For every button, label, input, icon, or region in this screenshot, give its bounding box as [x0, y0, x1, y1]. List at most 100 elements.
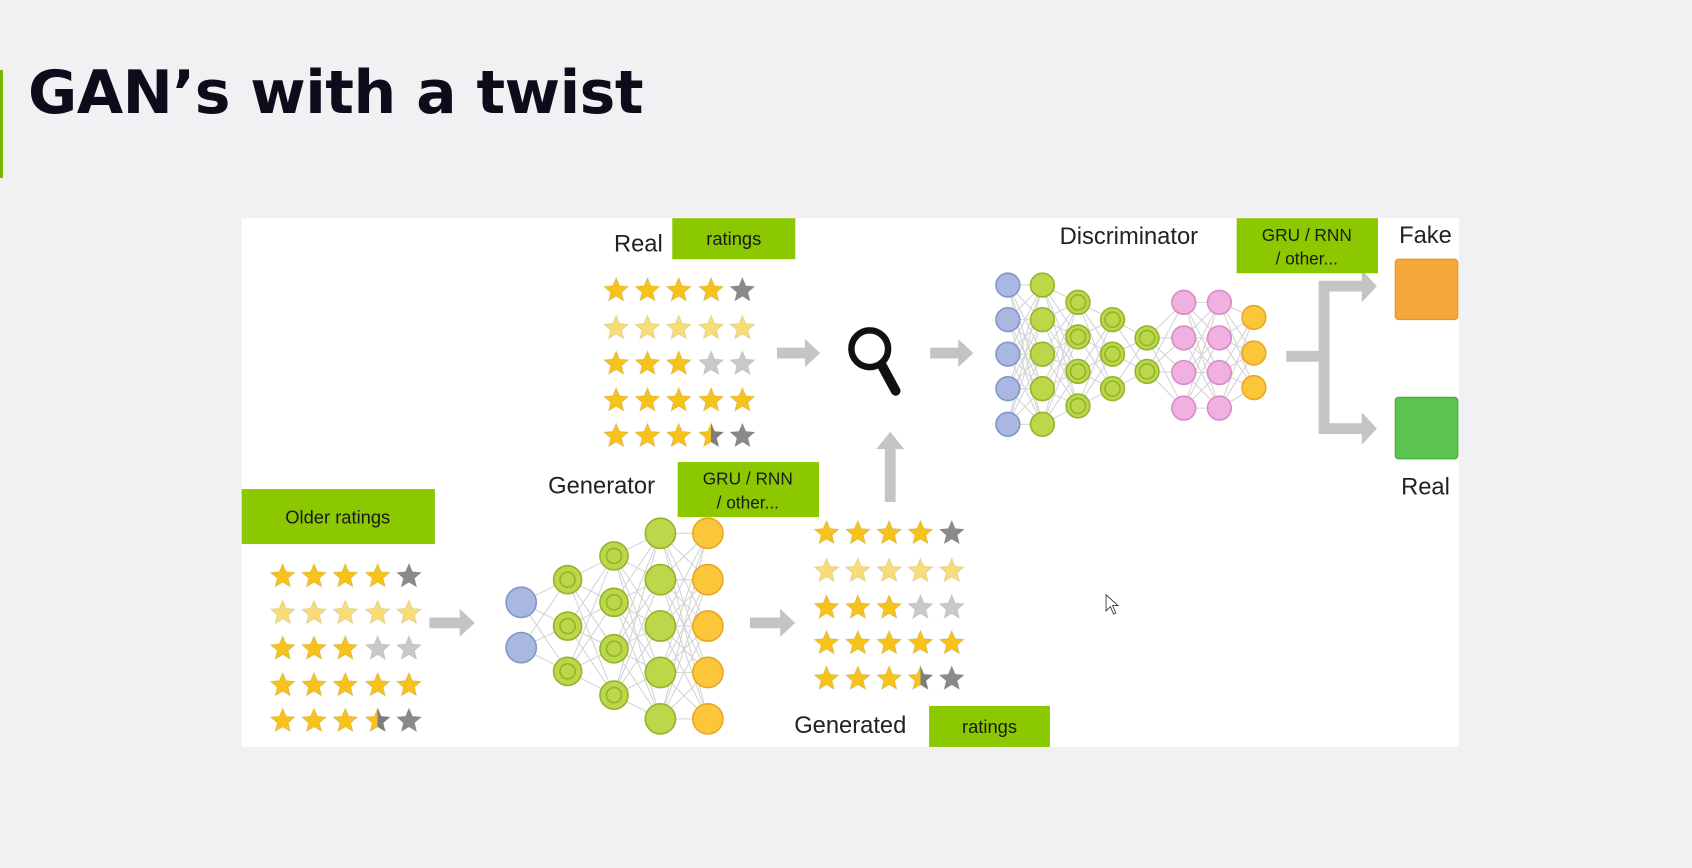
discriminator-edge: [1041, 302, 1079, 425]
generator-edge: [567, 555, 615, 672]
discriminator-node-orange: [1241, 374, 1267, 401]
generated-ratings-star-gray-icon: [906, 593, 935, 620]
generator-tag-line1: GRU / RNN: [703, 469, 793, 489]
older-ratings-star-full-icon: [269, 706, 297, 733]
discriminator-edge: [1183, 337, 1220, 409]
discriminator-node-blue: [995, 306, 1021, 333]
discriminator-node-green: [1029, 411, 1056, 437]
discriminator-node-green: [1029, 375, 1056, 402]
discriminator-node-ring: [1104, 345, 1121, 363]
slide-title: GAN’s with a twist: [28, 58, 644, 128]
discriminator-edge: [1146, 337, 1185, 409]
real-ratings-star-full-icon: [665, 386, 693, 413]
generator-node-ring: [559, 571, 576, 589]
older-ratings-star-dark-icon: [395, 706, 423, 733]
generator-node-orange: [691, 610, 724, 642]
discriminator-node-green: [1029, 272, 1056, 298]
older-ratings-star-gray-icon: [395, 634, 423, 661]
older-ratings-tag-box: [241, 489, 435, 545]
discriminator-node-pink: [1206, 289, 1233, 316]
older-ratings-star-light-icon: [300, 598, 328, 625]
generator-label: Generator: [548, 473, 655, 499]
discriminator-node-green: [1134, 325, 1160, 351]
generated-ratings-star-full-icon: [875, 518, 903, 545]
discriminator-node-green: [1065, 358, 1091, 385]
discriminator-tag-line1: GRU / RNN: [1262, 225, 1352, 245]
generated-ratings-star-half-icon: [906, 664, 935, 691]
generated-ratings-star-full-icon: [938, 629, 966, 655]
real-ratings-star-full-icon: [697, 386, 725, 413]
search-icon: [848, 327, 901, 396]
older-ratings-star-full-icon: [364, 671, 392, 698]
real-ratings-star-light-icon: [728, 313, 757, 340]
older-ratings-star-full-icon: [269, 562, 297, 589]
discriminator-node-green: [1065, 289, 1091, 316]
generator-node-blue: [505, 586, 538, 619]
real-ratings-star-light-icon: [602, 313, 630, 340]
discriminator-label: Discriminator: [1060, 224, 1198, 250]
generator-node-green: [644, 517, 677, 550]
older-ratings-tag: Older ratings: [285, 507, 390, 528]
generator-edge: [659, 579, 709, 720]
discriminator-node-ring: [1069, 397, 1087, 415]
older-ratings-star-light-icon: [269, 598, 297, 625]
generator-node-orange: [691, 702, 724, 735]
discriminator-node-blue: [995, 341, 1021, 367]
generator-node-green: [552, 611, 583, 641]
older-ratings-star-full-icon: [364, 562, 392, 589]
real-ratings-star-dark-icon: [728, 276, 757, 303]
generator-edge: [613, 533, 661, 649]
discriminator-node-pink: [1206, 395, 1233, 421]
discriminator-edge: [1146, 302, 1185, 372]
generator-tag-box: [677, 462, 820, 518]
discriminator-edge: [1218, 317, 1255, 409]
generated-ratings-star-full-icon: [844, 664, 872, 691]
discriminator-node-ring: [1069, 293, 1087, 311]
generated-tag: ratings: [962, 716, 1017, 737]
older-ratings-star-full-icon: [331, 634, 359, 661]
real-ratings-star-full-icon: [697, 276, 725, 303]
real-ratings-star-full-icon: [602, 386, 630, 413]
real-ratings-star-dark-icon: [728, 421, 757, 448]
diagram-background: [241, 218, 1459, 747]
real-ratings-star-full-icon: [602, 276, 630, 303]
older-ratings-star-full-icon: [300, 634, 328, 661]
real-ratings-star-full-icon: [665, 421, 693, 448]
real-ratings-star-full-icon: [602, 349, 630, 376]
generator-node-green: [644, 610, 677, 642]
generator-node-ring: [605, 547, 623, 565]
discriminator-node-ring: [1069, 363, 1087, 380]
older-ratings-star-full-icon: [331, 706, 359, 733]
generated-ratings-star-full-icon: [844, 518, 872, 545]
discriminator-node-pink: [1171, 359, 1197, 386]
generated-ratings-star-full-icon: [906, 518, 935, 545]
generator-node-green: [552, 564, 583, 595]
discriminator-node-pink: [1206, 325, 1233, 351]
real-ratings-star-light-icon: [697, 313, 725, 340]
branch-arrow-icon: [1286, 269, 1377, 445]
discriminator-node-pink: [1171, 289, 1197, 316]
discriminator-edge: [1041, 336, 1079, 425]
arrow-right-icon: [930, 339, 974, 368]
discriminator-edge: [1183, 302, 1220, 373]
generator-edge: [613, 533, 661, 696]
older-ratings-star-full-icon: [331, 671, 359, 698]
discriminator-node-green: [1099, 306, 1126, 333]
generator-node-green: [599, 587, 629, 618]
older-ratings-star-full-icon: [300, 671, 328, 698]
generator-edge: [659, 625, 709, 720]
generator-node-green: [644, 702, 677, 735]
generator-node-orange: [691, 517, 724, 550]
discriminator-node-green: [1099, 375, 1126, 402]
arrow-right-icon: [749, 608, 796, 637]
real-ratings-star-full-icon: [665, 276, 693, 303]
discriminator-edge: [1007, 284, 1043, 425]
generator-node-orange: [691, 563, 724, 596]
discriminator-edge: [1007, 284, 1043, 389]
generated-ratings-star-full-icon: [812, 518, 841, 545]
older-ratings-star-full-icon: [269, 634, 297, 661]
mouse-cursor-icon: [1105, 593, 1120, 615]
generated-ratings-star-full-icon: [812, 664, 841, 691]
real-ratings-star-full-icon: [602, 421, 630, 448]
